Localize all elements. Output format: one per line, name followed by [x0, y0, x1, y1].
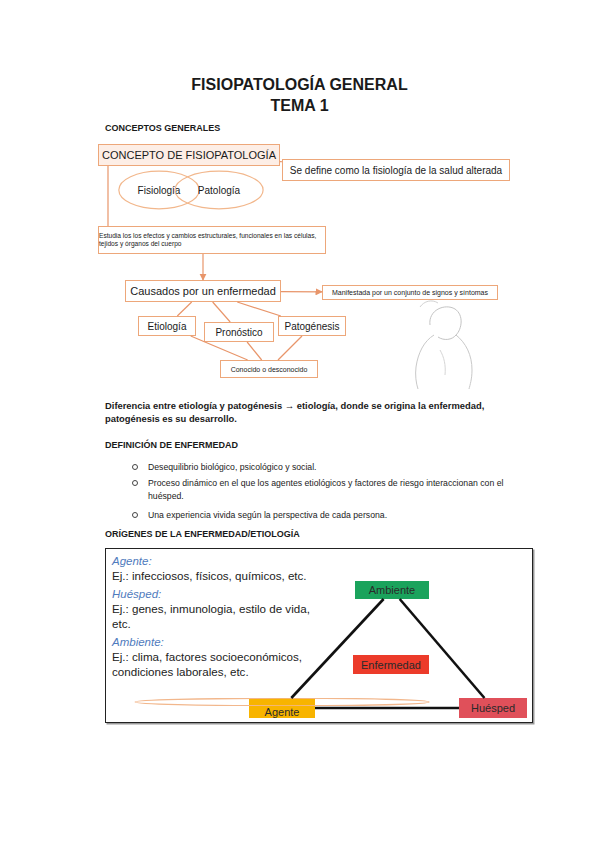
section-heading: CONCEPTOS GENERALES — [105, 123, 405, 133]
bullet-item: Proceso dinámico en el que los agentes e… — [148, 477, 540, 502]
connector — [107, 166, 108, 226]
node-text: Agente: — [112, 554, 327, 568]
connector — [237, 302, 281, 316]
concept-ellipse: Fisiología — [118, 170, 200, 210]
node-text: Ej.: genes, inmunologia, estilo de vida,… — [112, 601, 327, 631]
node-text: CONCEPTO DE FISIOPATOLOGÍA — [102, 149, 276, 161]
description-box: Estudia los los efectos y cambios estruc… — [98, 226, 326, 254]
process-box: Causados por un enfermedad — [125, 280, 281, 302]
node-text: Se define como la fisiología de la salud… — [290, 165, 502, 176]
process-box: Pronóstico — [204, 322, 274, 342]
node-text: Ej.: clima, factores socioeconómicos, co… — [112, 649, 327, 679]
concept-ellipse: Patología — [174, 170, 264, 210]
node-text: Estudia los los efectos y cambios estruc… — [99, 232, 325, 249]
node-text: Huésped: — [112, 587, 327, 601]
node-text: Agente — [265, 706, 300, 718]
node-text: Etiología — [148, 321, 187, 332]
connector — [281, 291, 322, 292]
bullet-item: Desequilibrio biológico, psicológico y s… — [148, 461, 540, 474]
connector — [213, 302, 231, 322]
node-text: Enfermedad — [361, 659, 421, 671]
connector — [278, 336, 302, 360]
triangle-center: Enfermedad — [353, 655, 429, 674]
definition-box: Se define como la fisiología de la salud… — [282, 159, 510, 181]
node-text: Pronóstico — [215, 327, 262, 338]
node-text: Ambiente: — [112, 635, 327, 649]
node-text: Fisiología — [138, 185, 181, 196]
connector — [177, 302, 191, 316]
node-text: Ej.: infecciosos, físicos, químicos, etc… — [112, 568, 327, 583]
note-text: Diferencia entre etiología y patogénesis… — [105, 399, 510, 425]
triangle-vertex: Huésped — [459, 698, 527, 718]
node-text: Manifestada por un conjunto de signos y … — [332, 288, 488, 297]
node-text: Patogénesis — [284, 321, 339, 332]
etiology-panel: Agente:Ej.: infecciosos, físicos, químic… — [105, 548, 533, 723]
node-text: Conocido o desconocido — [231, 365, 308, 374]
process-box: Etiología — [138, 316, 196, 336]
triangle-vertex: Ambiente — [355, 581, 429, 599]
ellipse-outline — [132, 698, 432, 706]
sketch-figure — [400, 295, 490, 390]
section-heading: ORÍGENES DE LA ENFERMEDAD/ETIOLOGÍA — [105, 529, 455, 539]
process-box: Patogénesis — [278, 316, 346, 336]
subtitle-text: TEMA 1 — [0, 97, 599, 115]
triangle-vertex: Agente — [249, 698, 315, 718]
bullet-item: Una experiencia vivida según la perspect… — [148, 509, 540, 522]
connector — [247, 342, 262, 360]
section-heading: DEFINICIÓN DE ENFERMEDAD — [105, 440, 405, 450]
node-text: Ambiente — [369, 584, 415, 596]
node-text: Huésped — [471, 702, 515, 714]
node-text: Causados por un enfermedad — [130, 285, 276, 297]
note-box: Manifestada por un conjunto de signos y … — [322, 285, 498, 300]
result-box: Conocido o desconocido — [220, 360, 318, 378]
connector — [202, 254, 203, 280]
page-title: FISIOPATOLOGÍA GENERAL — [0, 76, 599, 94]
node-text: Patología — [198, 185, 240, 196]
concept-box: CONCEPTO DE FISIOPATOLOGÍA — [98, 144, 280, 166]
